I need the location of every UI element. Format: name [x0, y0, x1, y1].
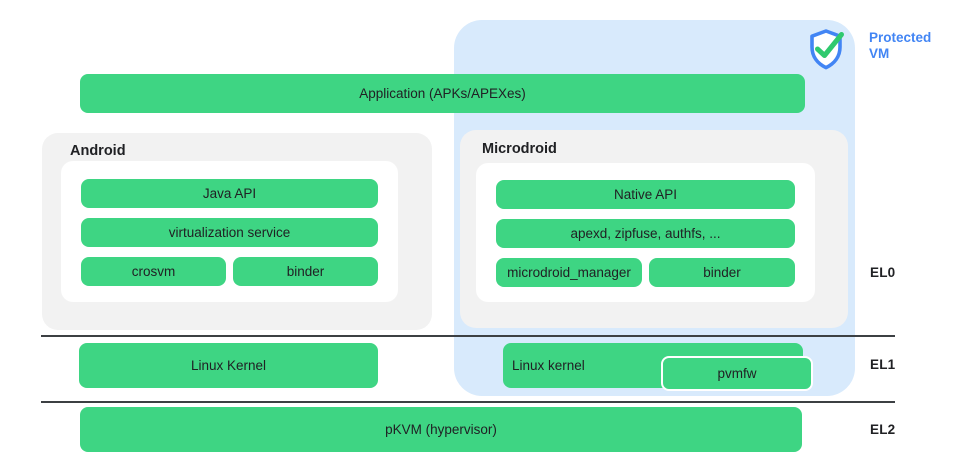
android-linux-kernel-bar: Linux Kernel	[79, 343, 378, 388]
apexd-zipfuse-authfs-bar: apexd, zipfuse, authfs, ...	[496, 219, 795, 248]
protected-vm-label: Protected VM	[869, 30, 932, 61]
native-api-bar: Native API	[496, 180, 795, 209]
android-title: Android	[70, 143, 126, 159]
pkvm-hypervisor-bar: pKVM (hypervisor)	[80, 407, 802, 452]
el1-el2-divider	[41, 401, 895, 403]
application-bar: Application (APKs/APEXes)	[80, 74, 805, 113]
microdroid-title: Microdroid	[482, 141, 557, 157]
microdroid-binder-bar: binder	[649, 258, 795, 287]
el1-label: EL1	[870, 357, 896, 372]
el2-label: EL2	[870, 422, 896, 437]
android-bottom-row: crosvm binder	[81, 257, 378, 286]
pvmfw-bar: pvmfw	[661, 356, 813, 391]
microdroid-box: Microdroid Native API apexd, zipfuse, au…	[460, 130, 848, 328]
microdroid-bottom-row: microdroid_manager binder	[496, 258, 795, 287]
microdroid-inner-box: Native API apexd, zipfuse, authfs, ... m…	[476, 163, 815, 302]
el0-el1-divider	[41, 335, 895, 337]
java-api-bar: Java API	[81, 179, 378, 208]
android-inner-box: Java API virtualization service crosvm b…	[61, 161, 398, 302]
android-binder-bar: binder	[233, 257, 378, 286]
virtualization-service-bar: virtualization service	[81, 218, 378, 247]
android-box: Android Java API virtualization service …	[42, 133, 432, 330]
crosvm-bar: crosvm	[81, 257, 226, 286]
shield-check-icon	[810, 29, 844, 70]
el0-label: EL0	[870, 265, 896, 280]
microdroid-manager-bar: microdroid_manager	[496, 258, 642, 287]
